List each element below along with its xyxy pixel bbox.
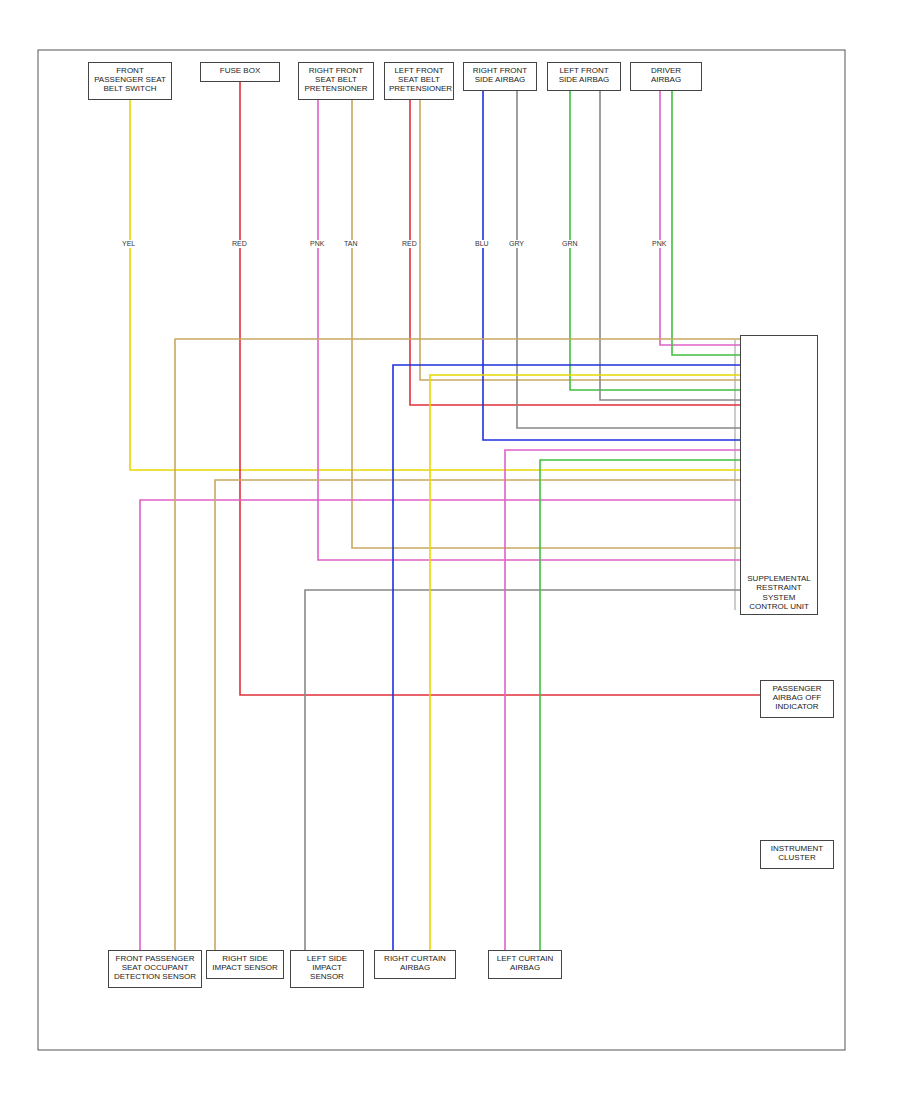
wire-color-code: TAN	[343, 240, 358, 248]
component-box: LEFT SIDE IMPACT SENSOR	[290, 950, 364, 988]
component-box: RIGHT SIDE IMPACT SENSOR	[206, 950, 284, 979]
wire	[410, 100, 740, 405]
component-box: LEFT CURTAIN AIRBAG	[488, 950, 562, 979]
wire	[305, 590, 740, 950]
component-box: INSTRUMENT CLUSTER	[760, 840, 834, 869]
wire-color-code: BLU	[474, 240, 490, 248]
component-label: PASSENGER AIRBAG OFF INDICATOR	[765, 684, 829, 712]
component-label: FRONT PASSENGER SEAT BELT SWITCH	[93, 66, 167, 94]
component-box: SUPPLEMENTAL RESTRAINT SYSTEM CONTROL UN…	[740, 335, 818, 615]
component-box: LEFT FRONT SIDE AIRBAG	[547, 62, 621, 91]
wire	[540, 460, 740, 950]
wire	[430, 375, 740, 950]
component-label: LEFT SIDE IMPACT SENSOR	[295, 954, 359, 982]
wire	[130, 100, 740, 470]
wire-color-code: RED	[401, 240, 418, 248]
wire	[175, 339, 740, 950]
component-label: RIGHT FRONT SIDE AIRBAG	[468, 66, 532, 84]
wire-color-code: PNK	[651, 240, 667, 248]
component-label: FUSE BOX	[205, 66, 275, 75]
wire	[240, 82, 760, 695]
wire	[483, 91, 740, 440]
component-label: RIGHT FRONT SEAT BELT PRETENSIONER	[303, 66, 369, 94]
component-box: RIGHT FRONT SIDE AIRBAG	[463, 62, 537, 91]
wire	[420, 100, 740, 380]
component-label: RIGHT CURTAIN AIRBAG	[379, 954, 451, 972]
wire	[318, 100, 740, 560]
component-label: LEFT FRONT SIDE AIRBAG	[552, 66, 616, 84]
component-box: LEFT FRONT SEAT BELT PRETENSIONER	[384, 62, 454, 100]
wire-color-code: PNK	[309, 240, 325, 248]
component-label: INSTRUMENT CLUSTER	[765, 844, 829, 862]
wire	[517, 91, 740, 428]
wire	[505, 450, 740, 950]
wire-color-code: GRY	[508, 240, 525, 248]
wire	[140, 500, 740, 950]
component-label: RIGHT SIDE IMPACT SENSOR	[211, 954, 279, 972]
wire	[600, 91, 740, 400]
component-label: DRIVER AIRBAG	[635, 66, 697, 84]
component-label: FRONT PASSENGER SEAT OCCUPANT DETECTION …	[113, 954, 197, 982]
component-box: DRIVER AIRBAG	[630, 62, 702, 91]
wire	[672, 91, 740, 355]
wire-color-code: YEL	[121, 240, 136, 248]
component-label: LEFT FRONT SEAT BELT PRETENSIONER	[389, 66, 449, 94]
wire	[570, 91, 740, 390]
wire	[215, 480, 740, 950]
component-label: LEFT CURTAIN AIRBAG	[493, 954, 557, 972]
component-box: FRONT PASSENGER SEAT OCCUPANT DETECTION …	[108, 950, 202, 988]
component-box: PASSENGER AIRBAG OFF INDICATOR	[760, 680, 834, 718]
border-frame	[38, 50, 845, 1050]
wire-color-code: RED	[231, 240, 248, 248]
component-box: RIGHT CURTAIN AIRBAG	[374, 950, 456, 979]
component-box: RIGHT FRONT SEAT BELT PRETENSIONER	[298, 62, 374, 100]
component-box: FUSE BOX	[200, 62, 280, 82]
component-label: SUPPLEMENTAL RESTRAINT SYSTEM CONTROL UN…	[745, 574, 813, 611]
wire-color-code: GRN	[561, 240, 579, 248]
component-box: FRONT PASSENGER SEAT BELT SWITCH	[88, 62, 172, 100]
wire	[393, 365, 740, 950]
